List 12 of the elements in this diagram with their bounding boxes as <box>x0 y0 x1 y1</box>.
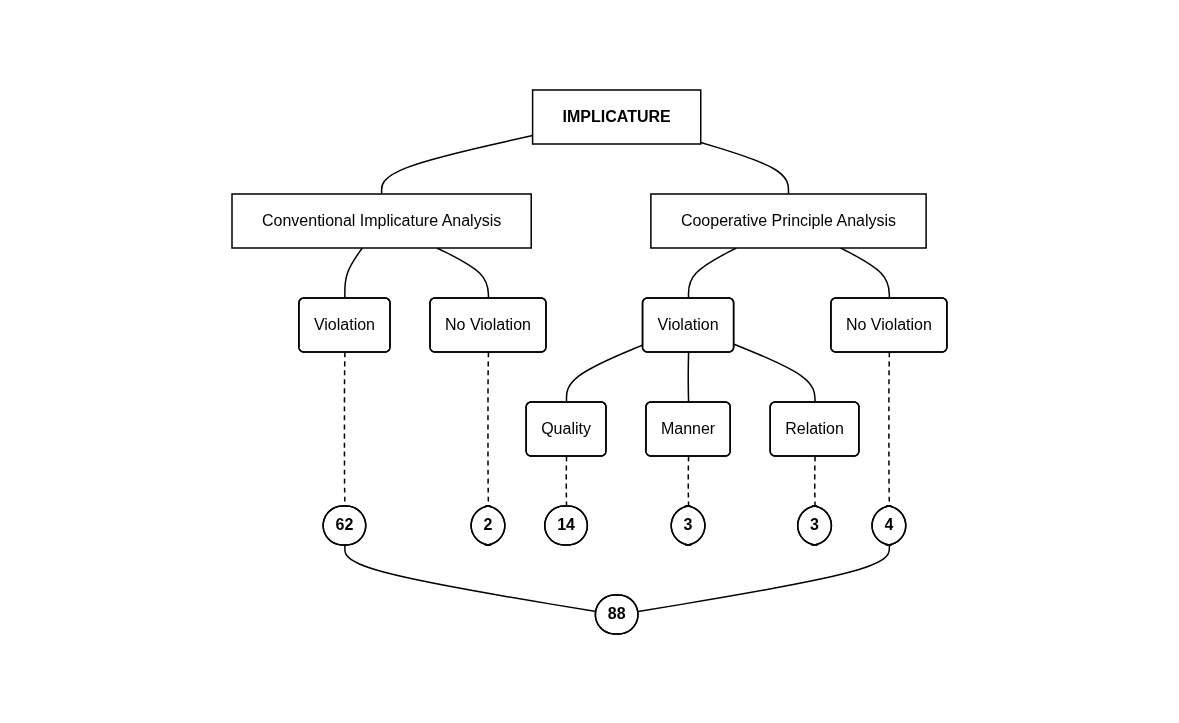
connector <box>344 246 364 299</box>
connector <box>733 342 816 403</box>
connector <box>687 351 690 403</box>
node-box: Cooperative Principle Analysis <box>650 192 927 249</box>
connector <box>436 246 490 299</box>
connector <box>687 246 738 299</box>
connector <box>700 141 790 195</box>
connector <box>565 455 568 507</box>
connector <box>839 246 891 299</box>
node-box: Conventional Implicature Analysis <box>231 192 533 249</box>
connector <box>637 544 891 612</box>
node-box: IMPLICATURE <box>531 88 702 145</box>
